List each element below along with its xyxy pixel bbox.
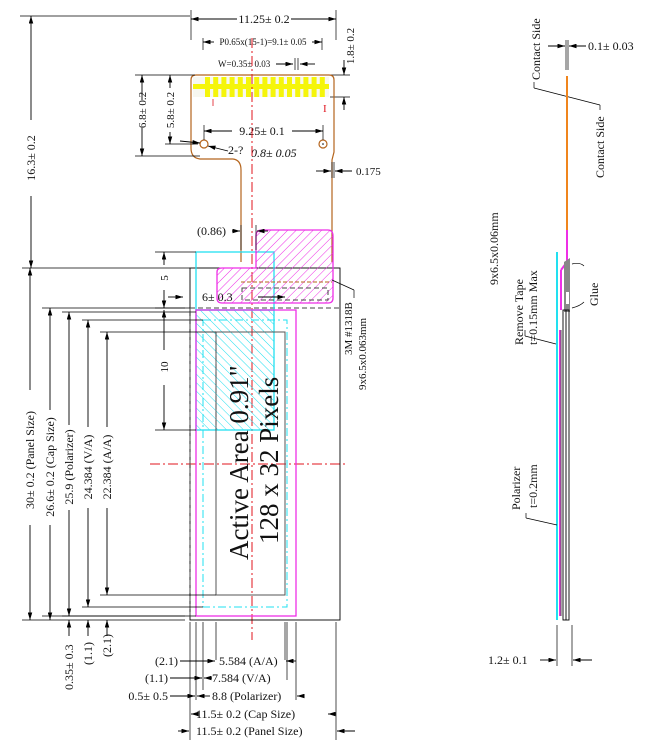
remove-tape-label-1: Remove Tape bbox=[512, 279, 526, 345]
fpc-to-hole-dimensions: 6.8± 0.2 5.8± 0.2 bbox=[135, 74, 200, 157]
aa-height-label: 22.384 (A/A) bbox=[100, 435, 114, 500]
contact-pin bbox=[254, 77, 260, 97]
viewing-area-outline bbox=[202, 319, 288, 608]
hole-diameter-callout: 2-? 0.8± 0.05 bbox=[179, 140, 297, 160]
pixels-text: 128 x 32 Pixels bbox=[254, 377, 284, 544]
contact-pin bbox=[303, 77, 309, 97]
stiffener-tape bbox=[216, 229, 334, 304]
contact-pin bbox=[246, 77, 251, 97]
vertical-dimensions: 30± 0.2 (Panel Size) 26.6± 0.2 (Cap Size… bbox=[22, 268, 216, 621]
active-area-text: Active Area 0.91" bbox=[224, 365, 254, 560]
contact-pin bbox=[221, 77, 227, 97]
dim-11-v-label: (1.1) bbox=[81, 642, 95, 665]
side-tape-size-label: 9x6.5x0.06mm bbox=[487, 212, 501, 285]
hole-dia-label-a: 2-? bbox=[228, 143, 243, 157]
dim-11-h-label: (1.1) bbox=[145, 671, 168, 685]
fpc-width-label: 11.25± 0.2 bbox=[238, 12, 289, 26]
polarizer-label-1: Polarizer bbox=[509, 467, 523, 510]
aa-width-label: 5.584 (A/A) bbox=[219, 654, 278, 668]
tape-label-2: 9x6.5x0.063mm bbox=[357, 317, 369, 390]
glue-brackets bbox=[571, 262, 585, 309]
front-view: 11.25± 0.2 P0.65x(15-1)=9.1± 0.05 W=0.35… bbox=[20, 10, 381, 740]
contact-side-right-label: Contact Side bbox=[593, 116, 607, 178]
polarizer-height-label: 25.9 (Polarizer) bbox=[62, 429, 76, 504]
glue-label: Glue bbox=[587, 283, 601, 306]
pin1-marker: I bbox=[323, 103, 327, 115]
fpc-outline bbox=[190, 74, 335, 262]
panel-thickness-label: 1.2± 0.1 bbox=[488, 653, 528, 667]
contact-pin bbox=[205, 77, 210, 97]
polarizer-width-label: 8.8 (Polarizer) bbox=[212, 689, 281, 703]
offset-dimension: (0.86) bbox=[197, 224, 268, 250]
glue-gap bbox=[566, 292, 569, 304]
va-width-label: 7.584 (V/A) bbox=[212, 671, 271, 685]
fpc-tab-label: 1.8± 0.2 bbox=[345, 28, 357, 64]
dim-05-label: 0.5± 0.5 bbox=[128, 689, 168, 703]
pin-width-label: W=0.35± 0.03 bbox=[218, 59, 271, 69]
contact-bus bbox=[193, 84, 329, 89]
stiffener-dimensions: 5 6± 0.3 bbox=[155, 251, 285, 309]
side-view: Contact Side Contact Side 0.1± 0.03 Glue… bbox=[487, 18, 634, 667]
fpc-thickness-label: 0.175 bbox=[356, 166, 381, 178]
contact-pin bbox=[213, 77, 219, 97]
horizontal-dimensions: (2.1) (1.1) 0.5± 0.5 5.584 (A/A) 7.584 (… bbox=[128, 622, 355, 740]
contact-pin bbox=[262, 77, 268, 97]
hole-center bbox=[322, 143, 324, 145]
dim-6-8-label: 6.8± 0.2 bbox=[137, 92, 149, 128]
dim-10-label: 10 bbox=[159, 361, 171, 373]
contact-pin bbox=[229, 77, 235, 97]
contact-pin bbox=[287, 77, 292, 97]
pitch-dimension: P0.65x(15-1)=9.1± 0.05 bbox=[202, 37, 323, 50]
contact-pin bbox=[237, 77, 243, 97]
fpc-length-dimension: 16.3± 0.2 bbox=[20, 15, 190, 269]
dim-21-v-label: (2.1) bbox=[100, 634, 114, 657]
contact-pin bbox=[278, 77, 284, 97]
tape-callout: 3M #1318B 9x6.5x0.063mm bbox=[331, 279, 369, 390]
fpc-thickness-dimension: 0.175 bbox=[316, 162, 381, 178]
stiffener-inner-dash bbox=[241, 287, 329, 301]
pin-width-dimension: W=0.35± 0.03 bbox=[218, 58, 315, 70]
hole-dia-label: 0.8± 0.05 bbox=[251, 146, 297, 160]
offset-label: (0.86) bbox=[197, 224, 226, 238]
tape-length-dimension: 10 bbox=[155, 310, 196, 431]
fpc-width-dimension: 11.25± 0.2 bbox=[190, 10, 337, 40]
cap-width-label: 11.5± 0.2 (Cap Size) bbox=[196, 707, 295, 721]
hole-spacing-label: 9.25± 0.1 bbox=[239, 124, 285, 138]
dim-5-label: 5 bbox=[159, 275, 171, 281]
dim-6-label: 6± 0.3 bbox=[202, 290, 233, 304]
pitch-label: P0.65x(15-1)=9.1± 0.05 bbox=[219, 37, 307, 47]
dim-035-label: 0.35± 0.3 bbox=[62, 644, 76, 690]
hole-spacing-dimension: 9.25± 0.1 bbox=[203, 124, 324, 140]
panel-width-label: 11.5± 0.2 (Panel Size) bbox=[196, 724, 302, 738]
contact-pin bbox=[270, 77, 276, 97]
remove-tape-hatch bbox=[195, 309, 275, 431]
polarizer-label-2: t=0.2mm bbox=[526, 464, 540, 508]
fpc-contact-pins bbox=[193, 77, 329, 97]
panel-height-label: 30± 0.2 (Panel Size) bbox=[23, 411, 37, 509]
polarizer-outline bbox=[195, 309, 297, 617]
alignment-hole-left bbox=[199, 139, 209, 149]
fpc-tab-dimension: 1.8± 0.2 bbox=[330, 28, 357, 110]
remove-tape-label-2: t=0.15mm Max bbox=[526, 270, 540, 345]
cap-height-label: 26.6± 0.2 (Cap Size) bbox=[43, 417, 57, 517]
active-area-outline bbox=[215, 331, 286, 596]
va-height-label: 24.384 (V/A) bbox=[81, 435, 95, 500]
bottom-vertical-dimensions: 0.35± 0.3 (1.1) (2.1) bbox=[62, 620, 114, 690]
contact-pin bbox=[311, 77, 317, 97]
dim-5-8-label: 5.8± 0.2 bbox=[165, 92, 177, 128]
tape-label-1: 3M #1318B bbox=[343, 302, 355, 355]
contact-pin bbox=[319, 77, 325, 97]
contact-pin bbox=[295, 77, 301, 97]
contact-side-top-label: Contact Side bbox=[529, 18, 543, 80]
fpc-side-thickness-label: 0.1± 0.03 bbox=[588, 39, 634, 53]
fpc-length-label: 16.3± 0.2 bbox=[24, 135, 38, 181]
dim-21-h-label: (2.1) bbox=[155, 654, 178, 668]
